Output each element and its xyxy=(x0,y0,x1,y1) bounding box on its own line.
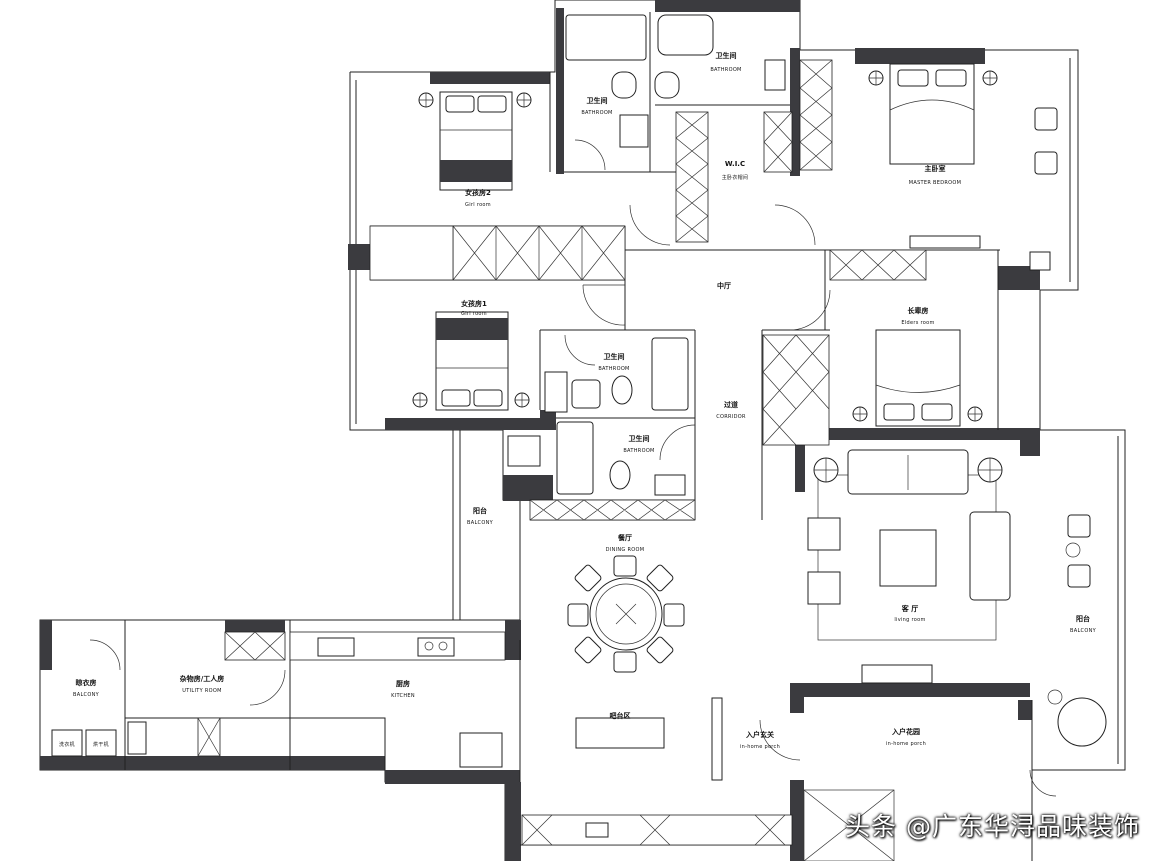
outer-walls xyxy=(39,0,1126,861)
bed-elder xyxy=(852,329,983,427)
label-porch2-en: in-home porch xyxy=(886,741,926,747)
bed-girl2 xyxy=(418,91,532,191)
label-balcony-mid-en: BALCONY xyxy=(467,520,494,526)
label-laundry: 晾衣房 xyxy=(76,678,97,687)
label-girl2-en: Girl room xyxy=(465,202,491,208)
label-porch2: 入户花园 xyxy=(891,727,920,736)
label-elder: 长辈房 xyxy=(908,306,929,315)
label-corridor-en: CORRIDOR xyxy=(716,414,746,420)
label-hall: 中厅 xyxy=(717,281,731,290)
label-bath-top: 卫生间 xyxy=(716,51,737,60)
label-washer: 洗衣机 xyxy=(59,741,75,748)
label-porch1-en: in-home porch xyxy=(740,744,780,750)
label-dining-en: DINING ROOM xyxy=(606,547,645,553)
label-living-en: living room xyxy=(894,617,925,623)
cabinets xyxy=(197,59,927,846)
label-girl1-en: Girl room xyxy=(461,311,487,317)
label-balcony-right: 阳台 xyxy=(1076,614,1090,623)
label-utility-en: UTILITY ROOM xyxy=(182,688,221,694)
label-dryer: 烘干机 xyxy=(93,741,109,748)
label-living: 客 厅 xyxy=(901,604,918,613)
label-bath-mid2: 卫生间 xyxy=(629,434,650,443)
bathroom-fixtures xyxy=(507,14,786,496)
label-corridor: 过道 xyxy=(724,400,738,409)
label-balcony-mid: 阳台 xyxy=(473,506,487,515)
label-wic: W.I.C xyxy=(725,160,745,168)
label-wic-en: 主卧衣帽间 xyxy=(722,174,749,181)
label-master-en: MASTER BEDROOM xyxy=(909,180,961,186)
label-bath-mid1: 卫生间 xyxy=(604,352,625,361)
label-bath-left-en: BATHROOM xyxy=(581,110,612,116)
label-bath-left: 卫生间 xyxy=(587,96,608,105)
label-utility: 杂物房/工人房 xyxy=(180,674,225,683)
label-girl2: 女孩房2 xyxy=(465,188,491,197)
label-porch1: 入户玄关 xyxy=(745,730,774,739)
label-dining: 餐厅 xyxy=(617,533,632,542)
doors xyxy=(89,139,1057,797)
label-bath-mid1-en: BATHROOM xyxy=(598,366,629,372)
furniture xyxy=(51,107,1107,861)
bed-master xyxy=(868,63,998,165)
label-laundry-en: BALCONY xyxy=(73,692,100,698)
label-kitchen-en: KITCHEN xyxy=(391,693,415,699)
label-girl1: 女孩房1 xyxy=(461,299,487,308)
label-master: 主卧室 xyxy=(925,164,946,173)
beds xyxy=(412,63,998,427)
label-elder-en: Elders room xyxy=(901,320,934,326)
room-labels: 卫生间 BATHROOM 卫生间 BATHROOM W.I.C 主卧衣帽间 主卧… xyxy=(59,51,1097,750)
bed-girl1 xyxy=(412,311,530,411)
label-balcony-right-en: BALCONY xyxy=(1070,628,1097,634)
label-bath-top-en: BATHROOM xyxy=(710,67,741,73)
label-bath-mid2-en: BATHROOM xyxy=(623,448,654,454)
label-bar: 吧台区 xyxy=(610,711,631,720)
label-kitchen: 厨房 xyxy=(396,679,410,688)
watermark: 头条 @广东华浔品味装饰 xyxy=(845,812,1140,841)
